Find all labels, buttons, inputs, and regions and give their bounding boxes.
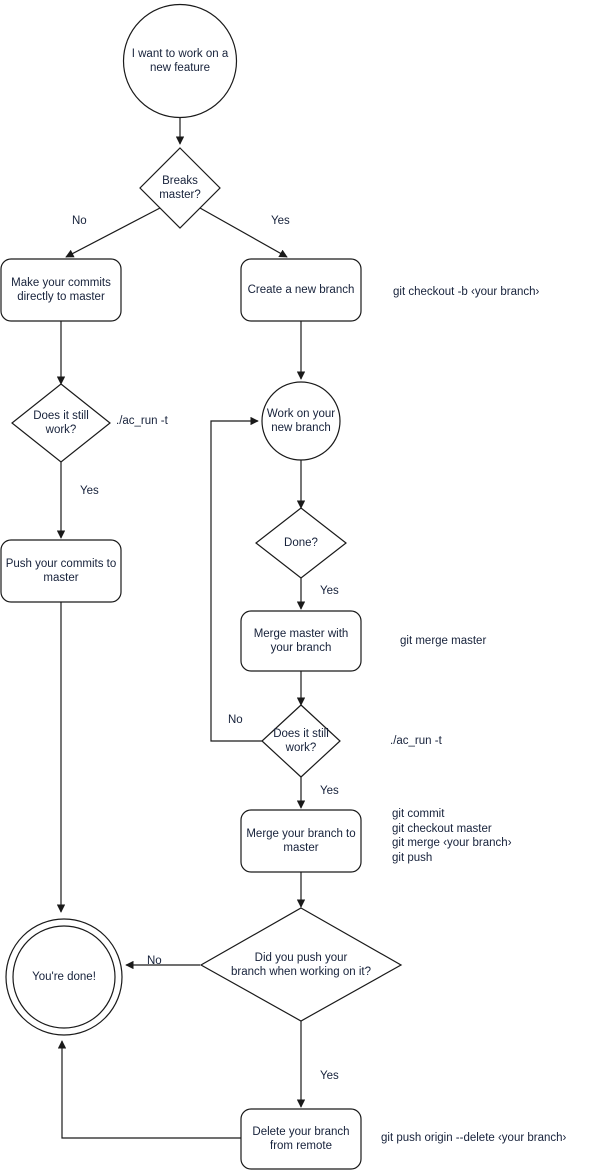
node-did-you-push[interactable] (201, 908, 401, 1021)
node-did-you-push-shape (199, 907, 403, 1022)
node-merge-branch-shape (240, 809, 362, 873)
node-push-commits-shape (0, 539, 122, 603)
node-merge-branch-to-master[interactable] (241, 810, 361, 872)
edge-work-check-no-loop (210, 416, 263, 742)
note-git-checkout: git checkout -b ‹your branch› (393, 286, 540, 298)
edge-label-work-right-no: No (228, 714, 243, 726)
edge-label-done-yes: Yes (320, 585, 339, 597)
node-breaks-master[interactable] (140, 148, 220, 228)
note-ac-run-right: ./ac_run -t (390, 735, 442, 747)
note-ac-run-left: ./ac_run -t (116, 415, 168, 427)
node-work-on-branch[interactable] (262, 382, 340, 460)
node-does-it-work-right-shape (261, 704, 341, 778)
edge-breaks-yes-to-create-branch (199, 207, 288, 258)
node-does-it-work-left-shape (11, 383, 111, 463)
edge-label-breaks-no: No (72, 215, 87, 227)
note-delete-remote: git push origin --delete ‹your branch› (381, 1132, 567, 1144)
node-create-branch[interactable] (241, 259, 361, 321)
note-git-merge-master: git merge master (400, 635, 487, 647)
node-work-on-branch-shape (261, 381, 341, 461)
node-push-commits[interactable] (1, 540, 121, 602)
edge-delete-to-done (57, 1040, 241, 1139)
edge-label-work-left-yes: Yes (80, 485, 99, 497)
node-delete-branch-shape (240, 1108, 362, 1170)
node-youre-done[interactable] (6, 919, 122, 1035)
node-merge-master-shape (240, 610, 362, 672)
node-start-shape (122, 3, 238, 119)
node-delete-branch[interactable] (241, 1109, 361, 1169)
node-youre-done-inner-shape (12, 925, 116, 1029)
node-merge-master[interactable] (241, 611, 361, 671)
node-create-branch-shape (240, 258, 362, 322)
note-merge-commands: git commit git checkout master git merge… (392, 808, 512, 864)
node-make-commits[interactable] (1, 259, 121, 321)
node-does-it-still-work-left[interactable] (12, 384, 110, 462)
edge-breaks-no-to-make-commits (65, 207, 161, 258)
node-done-question[interactable] (256, 508, 346, 578)
node-breaks-master-shape (139, 147, 221, 229)
edge-label-did-push-no: No (147, 955, 162, 967)
edge-label-breaks-yes: Yes (271, 215, 290, 227)
node-make-commits-shape (0, 258, 122, 322)
edge-label-work-right-yes: Yes (320, 785, 339, 797)
node-start[interactable] (124, 5, 237, 118)
node-does-it-still-work-right[interactable] (262, 705, 340, 777)
node-done-question-shape (255, 507, 347, 579)
edge-label-did-push-yes: Yes (320, 1070, 339, 1082)
